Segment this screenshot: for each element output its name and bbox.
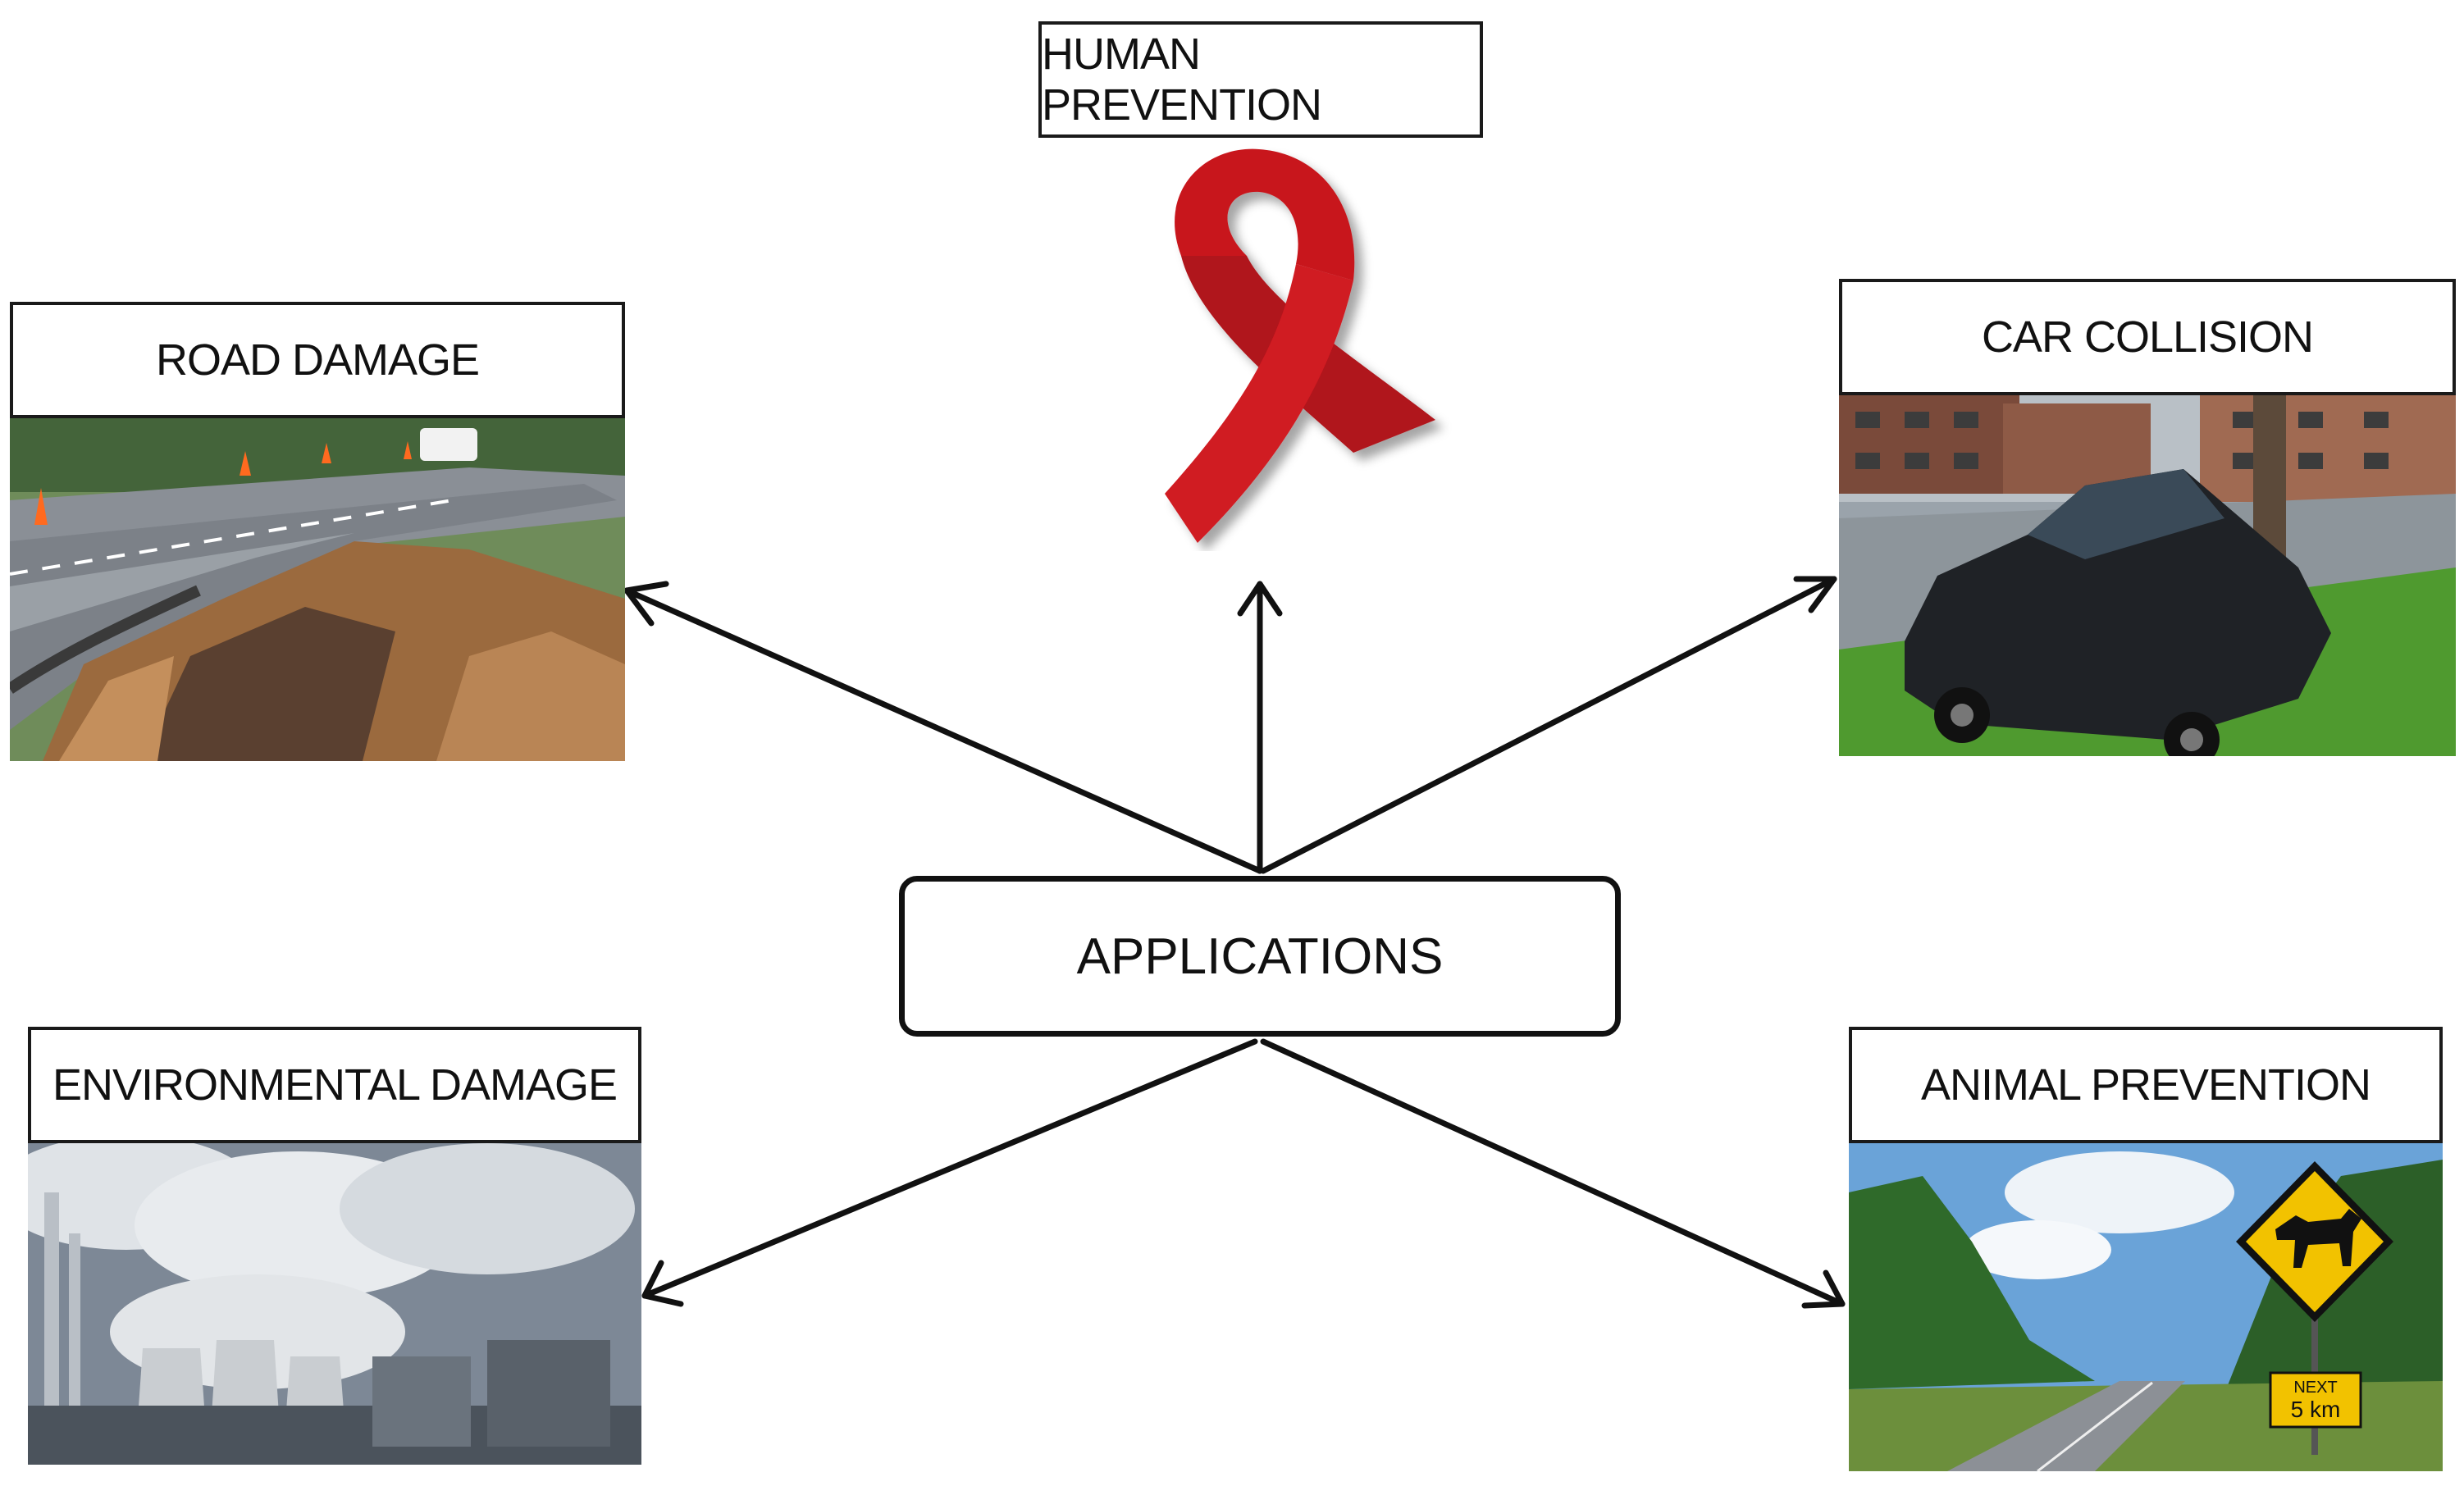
road-damage-photo (10, 418, 625, 761)
arrow-to-environmental-damage (641, 1038, 1258, 1299)
arrow-to-car-collision (1260, 576, 1837, 874)
car-collision-photo (1839, 395, 2456, 756)
animal-prevention-photo: NEXT 5 km (1849, 1143, 2443, 1471)
environmental-damage-label-box: ENVIRONMENTAL DAMAGE (28, 1027, 641, 1143)
arrow-to-animal-prevention (1260, 1038, 1846, 1307)
arrowhead-human-prevention (1237, 581, 1283, 617)
environmental-damage-photo (28, 1143, 641, 1465)
arrowhead-animal-prevention (1801, 1269, 1846, 1309)
arrowhead-environmental-damage (641, 1260, 684, 1307)
arrow-to-road-damage (623, 587, 1263, 874)
human-prevention-label-box: HUMAN PREVENTION (1038, 21, 1483, 138)
sign-next-text: NEXT (2293, 1379, 2337, 1397)
human-prevention-label: HUMAN PREVENTION (1042, 30, 1322, 130)
animal-prevention-label-box: ANIMAL PREVENTION (1849, 1027, 2443, 1143)
applications-node: APPLICATIONS (899, 876, 1621, 1037)
road-damage-label: ROAD DAMAGE (155, 335, 480, 385)
arrowhead-road-damage (623, 581, 669, 627)
sign-distance-text: 5 km (2291, 1397, 2341, 1422)
arrowhead-car-collision (1793, 576, 1837, 613)
road-damage-label-box: ROAD DAMAGE (10, 302, 625, 418)
environmental-damage-label: ENVIRONMENTAL DAMAGE (52, 1060, 618, 1110)
applications-label: APPLICATIONS (1076, 928, 1444, 985)
car-collision-label-box: CAR COLLISION (1839, 279, 2456, 395)
car-collision-label: CAR COLLISION (1981, 312, 2314, 362)
moose-warning-sign-icon: NEXT 5 km (2236, 1161, 2393, 1455)
red-ribbon-icon (1058, 141, 1468, 551)
animal-prevention-label: ANIMAL PREVENTION (1920, 1060, 2371, 1110)
